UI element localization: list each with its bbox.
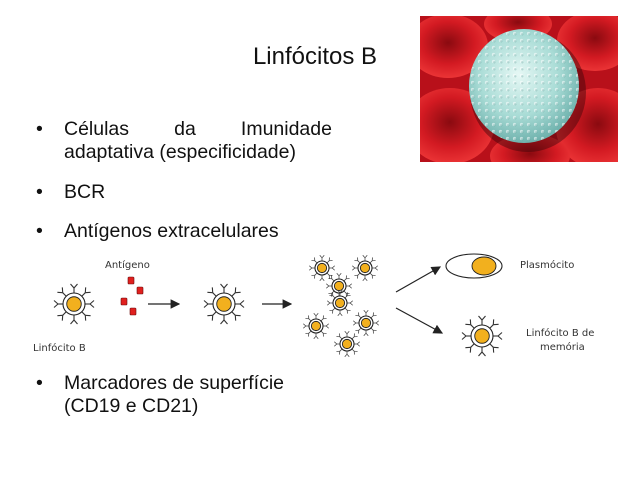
arrow-to-plasmocyte: [395, 266, 442, 293]
clone-cell: [325, 272, 353, 300]
antigen-particle: [127, 276, 135, 285]
bullet-surface-markers: • Marcadores de superfície (CD19 e CD21): [36, 372, 336, 420]
bullet-antigens: • Antígenos extracelulares: [36, 220, 336, 244]
bcr-receptor: [336, 272, 342, 280]
bcr-receptor: [333, 341, 341, 347]
bcr-receptor: [351, 265, 359, 271]
bcr-receptor: [461, 331, 472, 341]
bcr-receptor: [234, 299, 245, 309]
bcr-receptor: [346, 300, 354, 306]
bullet-line: (CD19 e CD21): [64, 395, 199, 417]
bcr-receptor: [372, 320, 380, 326]
bcr-receptor: [363, 329, 369, 337]
bullet-word: Células: [64, 118, 130, 140]
memory-b-cell: [461, 315, 503, 357]
bcr-receptor: [53, 299, 64, 309]
bcr-receptor: [477, 315, 487, 326]
bcr-receptor: [353, 341, 361, 347]
bcr-receptor: [362, 274, 368, 282]
bullet-symbol: •: [36, 181, 43, 203]
bcr-receptor: [328, 265, 336, 271]
bcr-receptor: [308, 265, 316, 271]
cell-nucleus: [334, 297, 346, 309]
cell-nucleus: [341, 338, 353, 350]
memory-label-line1: Linfócito B de: [526, 327, 594, 339]
arrow-to-memory: [395, 307, 444, 334]
cell-nucleus: [316, 262, 328, 274]
cell-nucleus: [310, 320, 322, 332]
bullet-symbol: •: [36, 220, 43, 242]
bcr-receptor: [477, 346, 487, 357]
bcr-receptor: [363, 309, 369, 317]
bullet-word: Imunidade: [240, 118, 332, 140]
clone-cell: [333, 330, 361, 358]
bcr-receptor: [325, 283, 333, 289]
bcr-receptor: [326, 300, 334, 306]
bcr-receptor: [345, 283, 353, 289]
bcr-receptor: [319, 274, 325, 282]
clone-cell: [326, 289, 354, 317]
bcr-receptor: [219, 283, 229, 294]
clone-cell: [351, 254, 379, 282]
bcr-receptor: [313, 332, 319, 340]
bullet-bcr: • BCR: [36, 181, 136, 205]
cell-nucleus: [66, 296, 82, 312]
bullet-text: BCR: [64, 181, 106, 203]
bullet-line: Marcadores de superfície: [64, 372, 285, 394]
bcr-receptor: [337, 309, 343, 317]
bcr-receptor: [84, 299, 95, 309]
bullet-cells: • Células da Imunidade adaptativa (espec…: [36, 118, 336, 166]
antigen-label: Antígeno: [105, 259, 150, 271]
cell-nucleus: [360, 317, 372, 329]
bcr-receptor: [371, 265, 379, 271]
bullet-symbol: •: [36, 118, 43, 140]
activated-b-cell: [203, 283, 245, 325]
bcr-receptor: [319, 254, 325, 262]
antigen-particle: [136, 286, 144, 295]
lymphocyte-photo: [420, 16, 618, 162]
naive-b-cell: [53, 283, 95, 325]
antigen-particle: [129, 307, 137, 316]
bcr-receptor: [344, 330, 350, 338]
cell-nucleus: [216, 296, 232, 312]
bullet-symbol: •: [36, 372, 43, 394]
cell-nucleus: [474, 328, 490, 344]
clone-cell: [352, 309, 380, 337]
bcr-receptor: [203, 299, 214, 309]
bcr-receptor: [344, 350, 350, 358]
bcr-receptor: [322, 323, 330, 329]
bcr-receptor: [352, 320, 360, 326]
bullet-line: adaptativa (especificidade): [64, 141, 296, 163]
clone-cell: [308, 254, 336, 282]
bcr-receptor: [69, 283, 79, 294]
bcr-receptor: [219, 314, 229, 325]
clone-cell: [302, 312, 330, 340]
cell-nucleus: [333, 280, 345, 292]
bcr-receptor: [313, 312, 319, 320]
lymphocyte-label: Linfócito B: [33, 342, 86, 354]
cell-nucleus: [359, 262, 371, 274]
bcr-receptor: [69, 314, 79, 325]
antigen-particle: [120, 297, 128, 306]
slide-title: Linfócitos B: [252, 43, 378, 70]
plasmocyte-label: Plasmócito: [520, 259, 574, 271]
memory-label-line2: memória: [540, 341, 585, 353]
b-cell-activation-diagram: Antígeno Linfócito B Plasmócito Linfócit…: [33, 253, 594, 358]
bcr-receptor: [492, 331, 503, 341]
bcr-receptor: [362, 254, 368, 262]
bullet-text: Antígenos extracelulares: [64, 220, 279, 242]
bullet-word: da: [174, 118, 196, 140]
plasmocyte-nucleus: [471, 256, 497, 276]
bcr-receptor: [302, 323, 310, 329]
